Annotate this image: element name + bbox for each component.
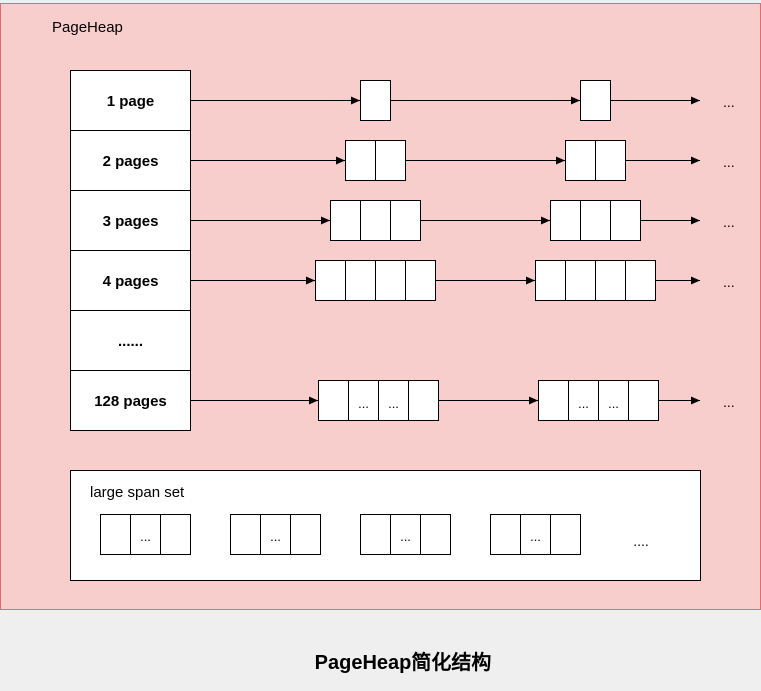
cell-ellipsis: ... [270, 529, 281, 544]
size-class-label-ellipsis: ...... [118, 333, 143, 350]
span-node [550, 200, 641, 241]
large-span-node [230, 514, 321, 555]
large-span-node [490, 514, 581, 555]
large-span-node [360, 514, 451, 555]
size-class-label-3: 3 pages [103, 213, 159, 230]
span-node [330, 200, 421, 241]
cell-ellipsis: ... [608, 396, 619, 411]
size-class-column: 1 page 2 pages 3 pages 4 pages ...... 12… [70, 70, 191, 431]
large-span-node [100, 514, 191, 555]
panel-title: PageHeap [52, 19, 123, 36]
size-class-2-pages [70, 130, 191, 191]
size-class-label-128: 128 pages [94, 393, 167, 410]
large-span-set: large span set ... ... ... ... .... [70, 470, 701, 581]
size-class-1-page [70, 70, 191, 131]
span-node [580, 80, 611, 121]
row-ellipsis: ... [723, 274, 735, 290]
size-class-128-pages [70, 370, 191, 431]
free-list-128-pages: ... ... ... ... ... [190, 380, 735, 421]
free-list-1-page: ... [190, 80, 735, 121]
large-span-set-ellipsis: .... [633, 533, 649, 549]
row-ellipsis: ... [723, 214, 735, 230]
row-ellipsis: ... [723, 94, 735, 110]
cell-ellipsis: ... [400, 529, 411, 544]
row-ellipsis: ... [723, 154, 735, 170]
cell-ellipsis: ... [358, 396, 369, 411]
cell-ellipsis: ... [578, 396, 589, 411]
size-class-label-1: 1 page [107, 93, 155, 110]
cell-ellipsis: ... [530, 529, 541, 544]
large-span-set-label: large span set [90, 484, 185, 501]
cell-ellipsis: ... [388, 396, 399, 411]
size-class-label-4: 4 pages [103, 273, 159, 290]
size-class-3-pages [70, 190, 191, 251]
free-list-3-pages: ... [190, 200, 735, 241]
free-list-2-pages: ... [190, 140, 735, 181]
size-class-label-2: 2 pages [103, 153, 159, 170]
size-class-4-pages [70, 250, 191, 311]
diagram-caption: PageHeap简化结构 [315, 650, 492, 674]
size-class-ellipsis [70, 310, 191, 371]
cell-ellipsis: ... [140, 529, 151, 544]
row-ellipsis: ... [723, 394, 735, 410]
span-node [360, 80, 391, 121]
free-list-4-pages: ... [190, 260, 735, 301]
